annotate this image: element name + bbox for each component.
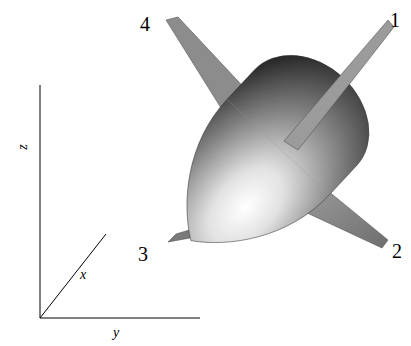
axes [40, 85, 200, 318]
fin [284, 20, 394, 150]
callout-number: 3 [138, 244, 148, 264]
axis-label: y [113, 326, 119, 340]
callout-number: 2 [392, 241, 402, 261]
callout-number: 4 [140, 14, 150, 34]
axis-label: x [80, 268, 86, 282]
axis-label: z [16, 144, 30, 149]
callout-number: 1 [390, 10, 400, 30]
